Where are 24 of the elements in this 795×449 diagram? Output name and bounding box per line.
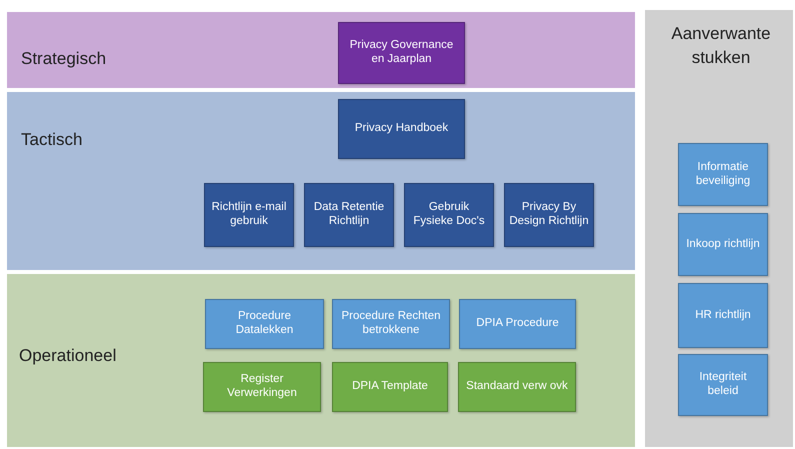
layer-title: Tactisch xyxy=(21,130,84,150)
document-box: Privacy Handboek xyxy=(338,99,465,159)
layer-title: Aanverwante stukken xyxy=(670,23,772,69)
layer-title: Operationeel xyxy=(19,346,118,366)
layer-band xyxy=(643,8,795,449)
layer-band xyxy=(5,272,637,449)
document-box: HR richtlijn xyxy=(678,283,768,348)
document-box: DPIA Procedure xyxy=(459,299,576,349)
document-box: Procedure Datalekken xyxy=(205,299,324,349)
document-box: Gebruik Fysieke Doc's xyxy=(404,183,494,247)
layer-band xyxy=(5,90,637,272)
document-box: Richtlijn e-mail gebruik xyxy=(204,183,294,247)
document-box: Privacy By Design Richtlijn xyxy=(504,183,594,247)
document-box: DPIA Template xyxy=(332,362,448,412)
document-box: Integriteit beleid xyxy=(678,354,768,416)
document-box: Register Verwerkingen xyxy=(203,362,321,412)
layer-band xyxy=(5,10,637,90)
document-box: Privacy Governance en Jaarplan xyxy=(338,22,465,84)
document-box: Inkoop richtlijn xyxy=(678,213,768,276)
document-box: Data Retentie Richtlijn xyxy=(304,183,394,247)
document-box: Procedure Rechten betrokkene xyxy=(332,299,450,349)
document-box: Standaard verw ovk xyxy=(458,362,576,412)
document-box: Informatie beveiliging xyxy=(678,143,768,206)
layer-title: Strategisch xyxy=(21,49,108,69)
